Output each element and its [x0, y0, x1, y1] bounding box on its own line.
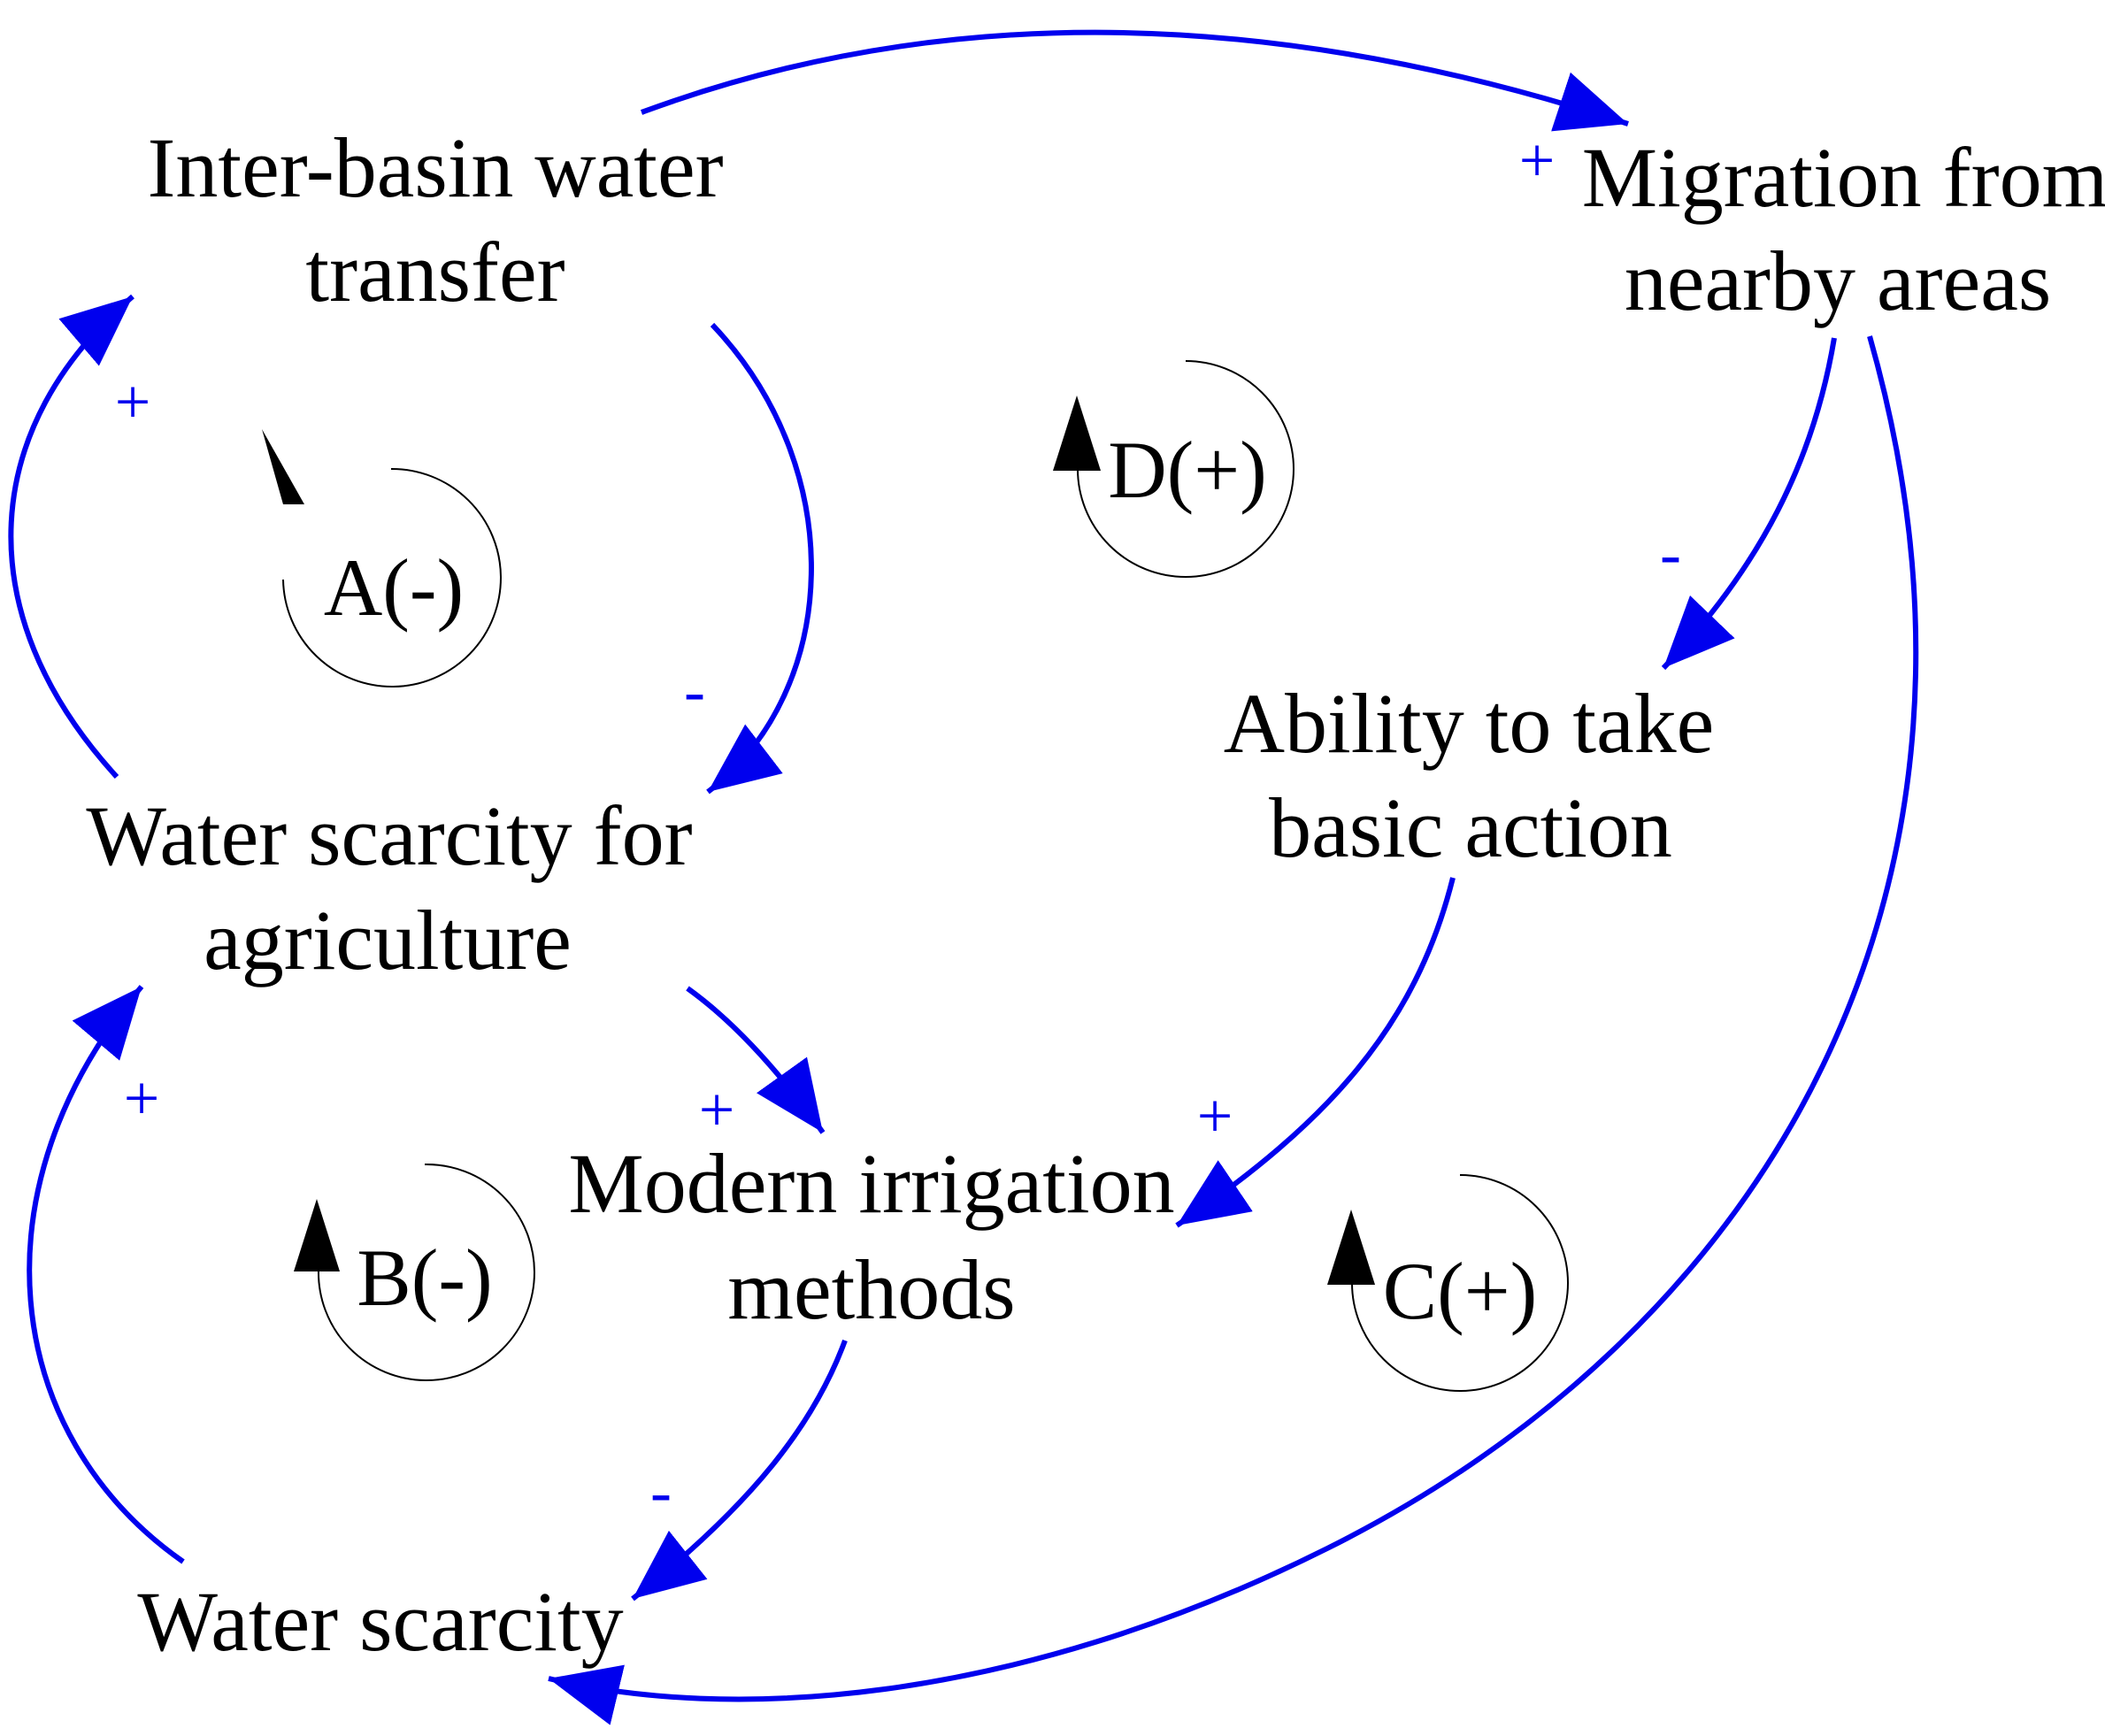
node-water-scarcity-ag-line-2: agriculture — [204, 893, 572, 987]
loop-b-label: B(-) — [357, 1233, 492, 1323]
node-water-scarcity-for-agriculture: Water scarcity for agriculture — [86, 788, 692, 987]
node-water-scarcity-ag-line-1: Water scarcity for — [86, 788, 692, 883]
loop-c-arc — [1351, 1174, 1569, 1392]
loop-c: C(+) — [1327, 1174, 1569, 1392]
polarity-water-scarcity-ag-to-modern-irrigation: + — [699, 1074, 735, 1145]
node-migration-line-1: Migration from — [1582, 130, 2105, 225]
loop-d-arrow-icon — [1053, 396, 1101, 471]
node-water-scarcity-line-1: Water scarcity — [137, 1574, 623, 1669]
loop-c-label: C(+) — [1383, 1246, 1538, 1336]
polarity-water-scarcity-ag-to-inter-basin: + — [115, 366, 151, 437]
link-migration-to-ability — [1661, 337, 1837, 671]
loop-b-arrow-icon — [294, 1199, 340, 1271]
node-inter-basin-line-2: transfer — [305, 225, 565, 319]
link-inter-basin-to-water-scarcity-ag — [706, 322, 814, 795]
node-modern-irrigation-line-2: methods — [727, 1242, 1015, 1337]
polarity-ability-to-modern-irrigation: + — [1197, 1080, 1233, 1151]
link-inter-basin-to-migration — [640, 29, 1629, 132]
loop-b: B(-) — [294, 1163, 535, 1381]
node-ability-line-2: basic action — [1269, 780, 1672, 875]
loop-a-arc — [282, 467, 502, 687]
loop-b-arc — [317, 1163, 535, 1381]
node-inter-basin-line-1: Inter-basin water — [147, 120, 723, 215]
link-water-scarcity-to-water-scarcity-ag — [27, 985, 185, 1564]
polarity-migration-to-ability: - — [1660, 518, 1681, 589]
node-modern-irrigation-line-1: Modern irrigation — [568, 1136, 1174, 1231]
node-migration-from-nearby-areas: Migration from nearby areas — [1582, 130, 2105, 328]
loop-a: A(-) — [262, 429, 502, 687]
node-ability-to-take-basic-action: Ability to take basic action — [1224, 676, 1715, 875]
node-ability-line-1: Ability to take — [1224, 676, 1715, 771]
node-inter-basin-water-transfer: Inter-basin water transfer — [147, 120, 723, 319]
link-migration-to-water-scarcity — [548, 335, 1919, 1725]
polarity-inter-basin-to-migration: + — [1519, 125, 1556, 196]
loop-a-arrow-icon — [262, 429, 304, 504]
node-water-scarcity: Water scarcity — [137, 1574, 623, 1669]
node-modern-irrigation-methods: Modern irrigation methods — [568, 1136, 1174, 1337]
link-modern-irrigation-to-water-scarcity — [631, 1339, 848, 1602]
loop-a-label: A(-) — [324, 542, 464, 633]
node-migration-line-2: nearby areas — [1625, 234, 2051, 328]
link-water-scarcity-ag-to-modern-irrigation — [686, 986, 826, 1134]
link-ability-to-modern-irrigation — [1175, 877, 1456, 1228]
loop-d: D(+) — [1053, 360, 1294, 578]
link-water-scarcity-ag-to-inter-basin — [8, 294, 134, 780]
loop-c-arrow-icon — [1327, 1210, 1375, 1285]
polarity-inter-basin-to-water-scarcity-ag: - — [684, 656, 705, 726]
loop-d-arc — [1077, 360, 1294, 578]
polarity-modern-irrigation-to-water-scarcity: - — [650, 1456, 672, 1527]
loop-d-label: D(+) — [1108, 425, 1267, 515]
polarity-water-scarcity-to-water-scarcity-ag: + — [124, 1063, 160, 1133]
